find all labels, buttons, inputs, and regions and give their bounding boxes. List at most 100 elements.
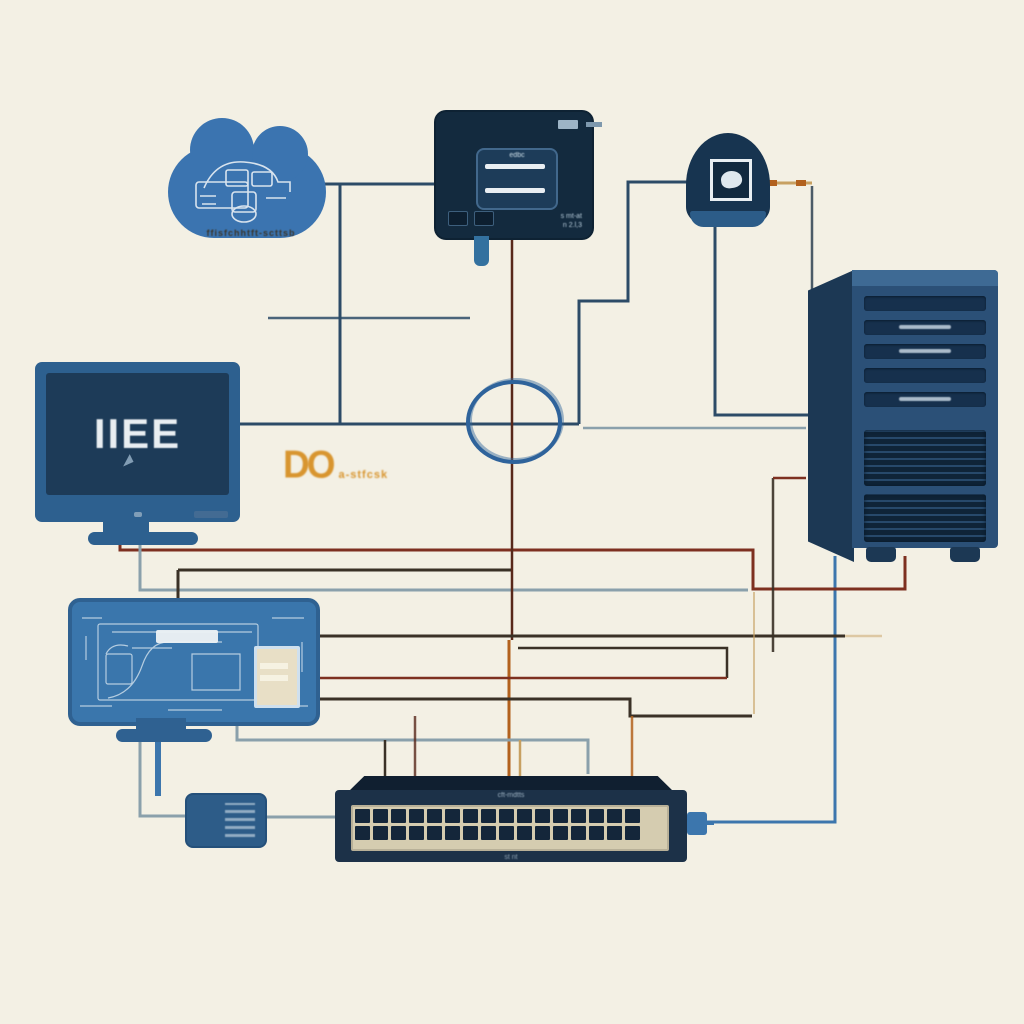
hub-circle	[468, 378, 564, 462]
hub-circle	[466, 380, 562, 464]
ethernet-port-icon	[571, 826, 586, 840]
ethernet-port-icon	[409, 826, 424, 840]
ethernet-port-icon	[391, 826, 406, 840]
panel-stand-neck	[136, 718, 186, 731]
connection-line	[235, 716, 590, 774]
connection-line	[118, 533, 907, 591]
cloud-caption: ffisfchhtft-scttsb	[206, 228, 296, 238]
annotation-big-text: DO	[283, 442, 335, 486]
switch-top-label: cft-mdtts	[497, 792, 525, 799]
cloud-sketch-icon	[195, 161, 291, 223]
server-side-panel	[808, 270, 854, 562]
gateway-indicator-chip	[558, 120, 578, 129]
switch-port-row	[355, 826, 665, 840]
annotation-small-text: a-stfcsk	[338, 469, 389, 481]
blueprint-panel	[68, 598, 320, 726]
ethernet-port-icon	[589, 826, 604, 840]
ethernet-port-icon	[445, 809, 460, 823]
cloud-node	[168, 118, 326, 238]
ethernet-port-icon	[571, 809, 586, 823]
connection-line	[713, 224, 808, 417]
ethernet-port-icon	[355, 809, 370, 823]
gateway-cable	[474, 236, 489, 266]
server-top-bezel	[852, 270, 998, 286]
ethernet-port-icon	[607, 809, 622, 823]
access-point-device	[686, 133, 770, 227]
gateway-port-icon	[474, 211, 494, 226]
ethernet-port-icon	[499, 809, 514, 823]
ethernet-port-icon	[607, 826, 622, 840]
ethernet-port-icon	[373, 809, 388, 823]
monitor-stand-neck	[103, 520, 149, 534]
connection-line	[316, 697, 752, 718]
panel-inset-box	[254, 646, 300, 708]
adapter-device	[185, 793, 267, 848]
ethernet-port-icon	[553, 826, 568, 840]
switch-port-row	[355, 809, 665, 823]
switch-port-panel	[351, 805, 669, 851]
server-drive-bay	[864, 344, 986, 359]
monitor-power-led	[133, 512, 142, 517]
monitor-screen-text: IIEE	[93, 410, 182, 457]
gateway-device: edbc s mt-at n 2.l,3	[436, 112, 592, 238]
access-point-base	[690, 211, 766, 227]
switch-uplink-plug	[687, 812, 707, 835]
gateway-slot-bar	[485, 164, 545, 169]
desktop-monitor: IIEE	[35, 362, 240, 522]
network-switch: cft-mdtts st nt	[335, 790, 687, 862]
server-tower	[808, 270, 998, 562]
adapter-sketch-marks	[225, 803, 255, 837]
switch-bottom-label: st nt	[504, 854, 518, 861]
server-vent-mesh	[864, 494, 986, 542]
gateway-slot-bar	[485, 188, 545, 193]
server-drive-bay	[864, 368, 986, 383]
ethernet-port-icon	[481, 826, 496, 840]
ethernet-port-icon	[427, 826, 442, 840]
ethernet-port-icon	[517, 826, 532, 840]
monitor-screen: IIEE	[46, 373, 229, 495]
gateway-screen: edbc	[476, 148, 558, 210]
ethernet-port-icon	[625, 809, 640, 823]
server-foot	[950, 547, 980, 562]
connection-line	[138, 735, 185, 818]
ethernet-port-icon	[535, 809, 550, 823]
server-drive-bay	[864, 392, 986, 407]
ethernet-port-icon	[445, 826, 460, 840]
monitor-stand-base	[88, 532, 198, 545]
server-front-panel	[852, 270, 998, 562]
server-drive-bay	[864, 320, 986, 335]
ethernet-port-icon	[535, 826, 550, 840]
panel-stand-base	[116, 729, 212, 742]
ethernet-port-icon	[625, 826, 640, 840]
access-point-display	[710, 159, 752, 201]
gateway-status-text: s mt-at n 2.l,3	[560, 213, 582, 229]
ethernet-port-icon	[355, 826, 370, 840]
panel-highlight-bar	[156, 630, 218, 643]
ethernet-port-icon	[517, 809, 532, 823]
ethernet-port-icon	[373, 826, 388, 840]
server-vent-mesh	[864, 430, 986, 486]
monitor-bezel-marks	[194, 511, 228, 518]
ethernet-port-icon	[391, 809, 406, 823]
gateway-screen-label: edbc	[509, 152, 525, 159]
server-drive-bays	[864, 296, 986, 416]
ethernet-port-icon	[463, 809, 478, 823]
ethernet-port-icon	[463, 826, 478, 840]
blueprint-sketch-icon	[80, 617, 308, 711]
connection-line	[138, 533, 748, 592]
orange-annotation: DO a-stfcsk	[283, 442, 389, 486]
ethernet-port-icon	[481, 809, 496, 823]
connection-line	[518, 646, 729, 678]
ethernet-port-icon	[409, 809, 424, 823]
ethernet-port-icon	[589, 809, 604, 823]
gateway-port-icon	[448, 211, 468, 226]
wifi-blob-icon	[719, 169, 744, 190]
connection-line	[703, 556, 837, 824]
ethernet-port-icon	[427, 809, 442, 823]
connection-line	[577, 180, 688, 424]
server-drive-bay	[864, 296, 986, 311]
ethernet-port-icon	[553, 809, 568, 823]
server-foot	[866, 547, 896, 562]
